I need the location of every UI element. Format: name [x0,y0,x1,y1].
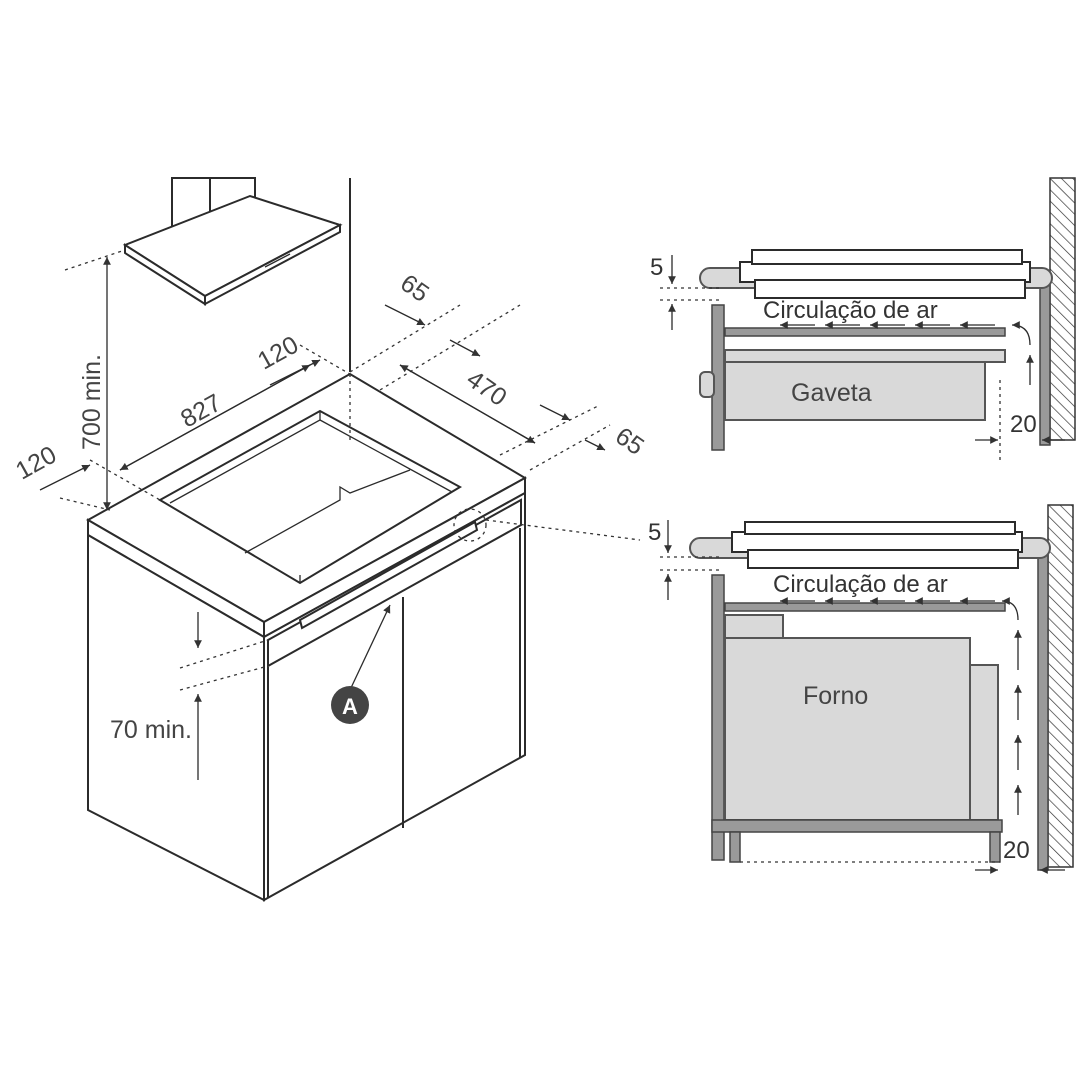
drawer-label: Gaveta [791,379,872,407]
drawer-handle [298,520,479,630]
range-hood [122,177,343,306]
dim-drawer-gap: 70 min. [110,716,192,744]
oven-label: Forno [803,682,868,710]
airflow-arrows [780,321,1034,385]
airflow-arrows [780,597,1022,815]
oven-box [724,637,971,821]
dim-margin-top-right: 65 [395,269,434,308]
drawer-gap-wall: 20 [1010,411,1037,438]
hob-cutout [157,409,463,585]
svg-text:A: A [342,694,358,719]
cabinet-illustration: A 700 mi [11,177,649,902]
cabinet-body [87,491,641,902]
dim-margin-bottom-right: 65 [610,422,649,461]
oven-gap-top: 5 [648,519,661,546]
wall-hatch [1049,177,1076,441]
dim-margin-back: 120 [253,331,303,376]
dim-margin-left: 120 [11,441,61,486]
dim-cutout-width: 827 [176,389,226,434]
dimension-lines [39,249,611,780]
drawer-gap-top: 5 [650,254,663,281]
dim-hood-height: 700 min. [78,354,106,450]
oven-airflow-label: Circulação de ar [773,571,948,598]
countertop [85,372,528,639]
oven-section: 5 Circulação de ar Forno 20 [648,504,1074,874]
drawer-box [724,361,986,421]
drawer-airflow-label: Circulação de ar [763,297,938,324]
wall-hatch [1047,504,1074,868]
oven-gap-wall: 20 [1003,837,1030,864]
drawer-section: 5 Circulação de ar Gaveta 20 [650,177,1076,460]
callout-a: A [331,604,391,724]
